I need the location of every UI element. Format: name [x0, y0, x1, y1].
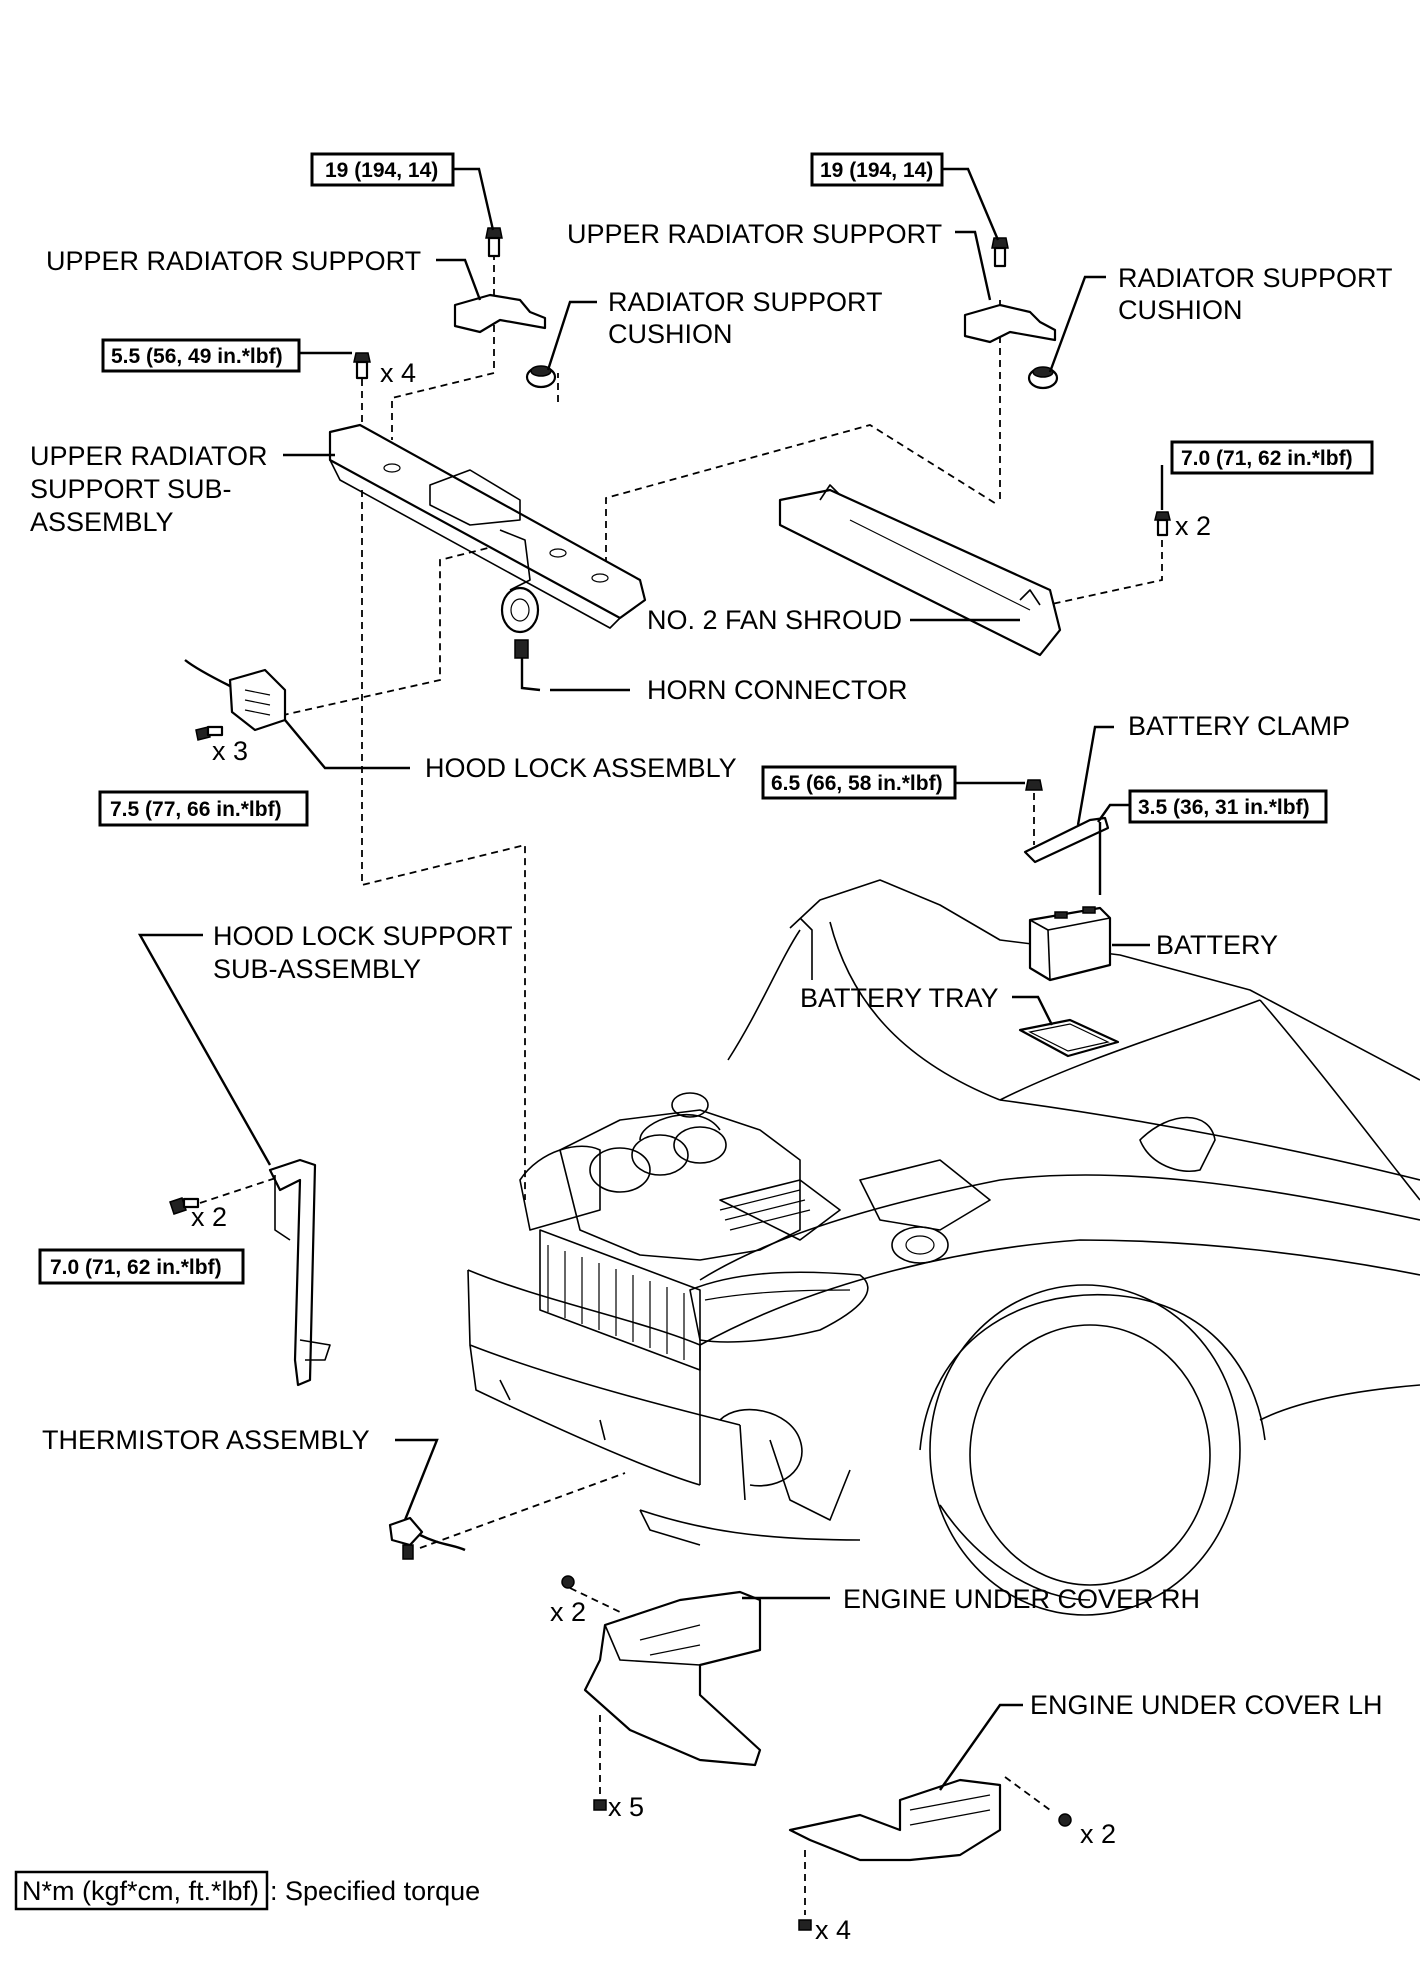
- label-upper-radiator-support-sub-assembly: UPPER RADIATOR: [30, 441, 268, 471]
- svg-text:5.5 (56, 49 in.*lbf): 5.5 (56, 49 in.*lbf): [111, 345, 283, 368]
- torque-box-upper-support-right: 19 (194, 14): [810, 152, 944, 187]
- torque-legend: N*m (kgf*cm, ft.*lbf) : Specified torque: [14, 1870, 480, 1911]
- svg-text:7.5 (77, 66 in.*lbf): 7.5 (77, 66 in.*lbf): [110, 798, 282, 821]
- bolt-icon: [798, 1919, 812, 1931]
- battery-tray-part: [1018, 1018, 1120, 1058]
- radiator-support-cushion-left-part: [525, 365, 557, 389]
- no2-fan-shroud-part: [778, 484, 1062, 657]
- qty-cover-rh-top: x 2: [550, 1597, 586, 1627]
- label-radiator-support-cushion-left: RADIATOR SUPPORT: [608, 287, 883, 317]
- qty-cover-lh-side: x 2: [1080, 1819, 1116, 1849]
- label-engine-under-cover-lh: ENGINE UNDER COVER LH: [1030, 1690, 1383, 1720]
- svg-text:6.5 (66, 58 in.*lbf): 6.5 (66, 58 in.*lbf): [771, 772, 943, 795]
- label-upper-radiator-support-right: UPPER RADIATOR SUPPORT: [567, 219, 942, 249]
- bolt-icon: [1154, 511, 1171, 537]
- upper-radiator-support-left-part: [453, 293, 547, 334]
- thermistor-assembly-part: [388, 1516, 466, 1560]
- label-radiator-support-cushion-right: RADIATOR SUPPORT: [1118, 263, 1393, 293]
- torque-box-sub-assembly: 5.5 (56, 49 in.*lbf): [101, 338, 301, 373]
- svg-text:7.0 (71, 62 in.*lbf): 7.0 (71, 62 in.*lbf): [50, 1256, 222, 1279]
- qty-hood-lock: x 3: [212, 736, 248, 766]
- horn-part: [500, 586, 541, 692]
- qty-fan-shroud: x 2: [1175, 511, 1211, 541]
- hood-lock-assembly-part: [184, 659, 287, 732]
- torque-box-fan-shroud: 7.0 (71, 62 in.*lbf): [1170, 440, 1374, 475]
- bolt-icon: [991, 237, 1009, 268]
- battery-clamp-part: [1023, 779, 1110, 895]
- label-hood-lock-support: HOOD LOCK SUPPORT: [213, 921, 513, 951]
- svg-text:19 (194, 14): 19 (194, 14): [325, 159, 438, 182]
- torque-box-upper-support-left: 19 (194, 14): [310, 152, 455, 187]
- label-hood-lock-assembly: HOOD LOCK ASSEMBLY: [425, 753, 737, 783]
- torque-box-hood-lock: 7.5 (77, 66 in.*lbf): [98, 790, 309, 827]
- label-battery-clamp: BATTERY CLAMP: [1128, 711, 1350, 741]
- hood-lock-support-sub-assembly-part: [268, 1158, 331, 1387]
- legend-unit: N*m (kgf*cm, ft.*lbf): [22, 1876, 259, 1906]
- torque-box-battery-clamp-bolt: 6.5 (66, 58 in.*lbf): [761, 765, 957, 800]
- legend-text: : Specified torque: [270, 1876, 480, 1906]
- torque-box-hood-lock-support: 7.0 (71, 62 in.*lbf): [38, 1248, 245, 1285]
- leader-lines: [137, 167, 1164, 1791]
- svg-text:7.0 (71, 62 in.*lbf): 7.0 (71, 62 in.*lbf): [1181, 447, 1353, 470]
- label-upper-radiator-support-sub-assembly-line3: ASSEMBLY: [30, 507, 174, 537]
- bolt-icon: [561, 1575, 575, 1589]
- torque-specs: 19 (194, 14) 19 (194, 14) 5.5 (56, 49 in…: [38, 152, 1374, 1285]
- label-battery-tray: BATTERY TRAY: [800, 983, 999, 1013]
- battery-part: [1028, 906, 1112, 982]
- qty-cover-rh-bottom: x 5: [608, 1792, 644, 1822]
- bolt-icon: [485, 227, 503, 258]
- bolt-icon: [353, 352, 371, 380]
- label-battery: BATTERY: [1156, 930, 1278, 960]
- qty-hood-lock-support: x 2: [191, 1202, 227, 1232]
- bolt-icon: [1058, 1813, 1072, 1827]
- label-radiator-support-cushion-left-line2: CUSHION: [608, 319, 733, 349]
- bolt-icon: [593, 1799, 607, 1811]
- engine-under-cover-rh-part: [583, 1590, 762, 1767]
- svg-text:3.5 (36, 31 in.*lbf): 3.5 (36, 31 in.*lbf): [1138, 796, 1310, 819]
- vehicle-front-end-illustration: [467, 879, 1420, 1616]
- torque-box-battery-clamp-nut: 3.5 (36, 31 in.*lbf): [1128, 789, 1328, 824]
- label-radiator-support-cushion-right-line2: CUSHION: [1118, 295, 1243, 325]
- label-hood-lock-support-line2: SUB-ASSEMBLY: [213, 954, 421, 984]
- upper-radiator-support-right-part: [963, 303, 1057, 344]
- label-engine-under-cover-rh: ENGINE UNDER COVER RH: [843, 1584, 1200, 1614]
- assembly-guide-lines: [199, 253, 1163, 1915]
- qty-sub-assembly: x 4: [380, 358, 416, 388]
- label-no2-fan-shroud: NO. 2 FAN SHROUD: [647, 605, 902, 635]
- part-labels: UPPER RADIATOR SUPPORT RADIATOR SUPPORT …: [30, 219, 1393, 1720]
- bolt-icon: [169, 1197, 200, 1215]
- bolt-icon: [195, 725, 224, 741]
- engine-under-cover-lh-part: [788, 1778, 1002, 1862]
- label-upper-radiator-support-sub-assembly-line2: SUPPORT SUB-: [30, 474, 232, 504]
- svg-text:19 (194, 14): 19 (194, 14): [820, 159, 933, 182]
- upper-radiator-support-sub-assembly-part: [328, 423, 647, 629]
- label-horn-connector: HORN CONNECTOR: [647, 675, 908, 705]
- radiator-support-cushion-right-part: [1027, 366, 1059, 390]
- quantity-labels: x 4 x 2 x 3 x 2 x 2 x 5 x 2 x 4: [191, 358, 1211, 1945]
- qty-cover-lh-bottom: x 4: [815, 1915, 851, 1945]
- label-upper-radiator-support-left: UPPER RADIATOR SUPPORT: [46, 246, 421, 276]
- label-thermistor-assembly: THERMISTOR ASSEMBLY: [42, 1425, 370, 1455]
